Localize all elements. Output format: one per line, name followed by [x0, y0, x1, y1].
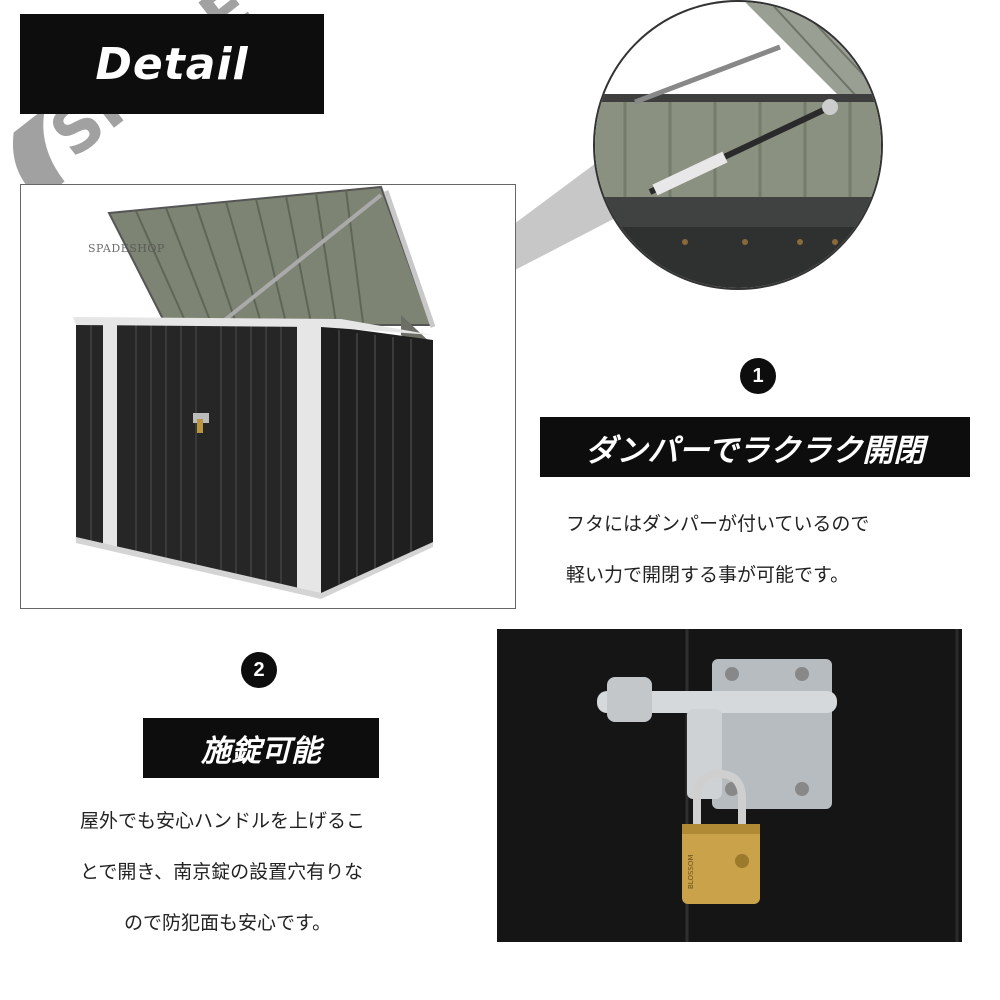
feature-description-line: ので防犯面も安心です。 [124, 912, 332, 934]
watermark-shop-text: SPADESHOP [88, 242, 165, 255]
feature-description-line: とで開き、南京錠の設置穴有りな [80, 861, 364, 883]
page-title: Detail [95, 38, 249, 90]
feature-heading-text: 施錠可能 [201, 734, 321, 769]
damper-illustration [595, 2, 881, 288]
detail-header-banner: Detail [20, 14, 324, 114]
feature-heading-damper: ダンパーでラクラク開閉 [540, 417, 970, 477]
padlock-latch-photo: BLOSSOM [497, 629, 962, 942]
feature-heading-lockable: 施錠可能 [143, 718, 379, 778]
feature-description-line: 屋外でも安心ハンドルを上げるこ [80, 810, 366, 832]
shed-product-photo [20, 184, 516, 609]
feature-number-badge-2: 2 [241, 652, 277, 688]
feature-heading-text: ダンパーでラクラク開閉 [585, 432, 925, 469]
feature-number-badge-1: 1 [740, 358, 776, 394]
damper-zoom-detail [593, 0, 883, 290]
storage-shed-illustration [73, 185, 436, 599]
feature-description-line: フタにはダンパーが付いているので [566, 513, 870, 535]
latch-padlock-illustration: BLOSSOM [497, 629, 962, 942]
padlock-brand-text: BLOSSOM [687, 855, 695, 889]
feature-description-line: 軽い力で開閉する事が可能です。 [566, 564, 850, 586]
